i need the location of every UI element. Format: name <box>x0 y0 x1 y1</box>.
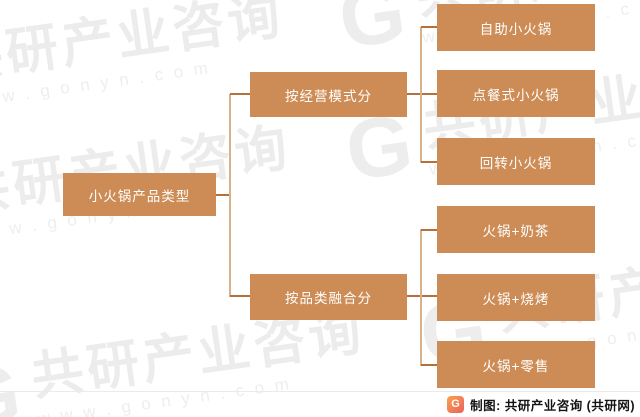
node-leaf-hotpot-bbq: 火锅+烧烤 <box>437 274 595 321</box>
connector-branch1-right <box>407 93 437 95</box>
watermark-brand: 共研产业咨询 <box>27 302 369 407</box>
connector-branch2-vertical <box>420 229 422 366</box>
connector-leaf3 <box>421 161 437 163</box>
node-branch-business-model: 按经营模式分 <box>250 72 407 117</box>
connector-leaf1 <box>421 26 437 28</box>
node-leaf-hotpot-retail: 火锅+零售 <box>437 341 595 388</box>
node-branch-category-fusion: 按品类融合分 <box>250 274 407 320</box>
node-leaf-self-service: 自助小火锅 <box>437 4 595 51</box>
gonyn-logo-icon: G <box>447 396 465 413</box>
node-root: 小火锅产品类型 <box>63 173 216 216</box>
connector-branch1-vertical <box>420 27 422 163</box>
watermark-url: w w w . g o n y n . c o m <box>0 58 212 112</box>
footer-divider <box>0 391 640 392</box>
node-leaf-hotpot-milktea: 火锅+奶茶 <box>437 206 595 253</box>
connector-trunk-branch2 <box>230 295 250 297</box>
footer-credit-text: 制图: 共研产业咨询 (共研网) <box>470 399 635 413</box>
connector-leaf4 <box>421 229 437 231</box>
connector-root-trunk <box>216 194 230 196</box>
gonyn-watermark-logo-icon: G <box>0 345 27 417</box>
connector-trunk-branch1 <box>230 93 250 95</box>
node-leaf-rotary: 回转小火锅 <box>437 138 595 185</box>
connector-branch2-right <box>407 295 437 297</box>
connector-trunk-vertical <box>229 94 231 297</box>
footer-credit: G 制图: 共研产业咨询 (共研网) <box>447 395 635 414</box>
node-leaf-order-style: 点餐式小火锅 <box>437 70 595 117</box>
watermark-brand: 共研产业咨询 <box>0 0 288 91</box>
connector-leaf6 <box>421 364 437 366</box>
gonyn-watermark-logo-icon: G <box>333 0 412 67</box>
